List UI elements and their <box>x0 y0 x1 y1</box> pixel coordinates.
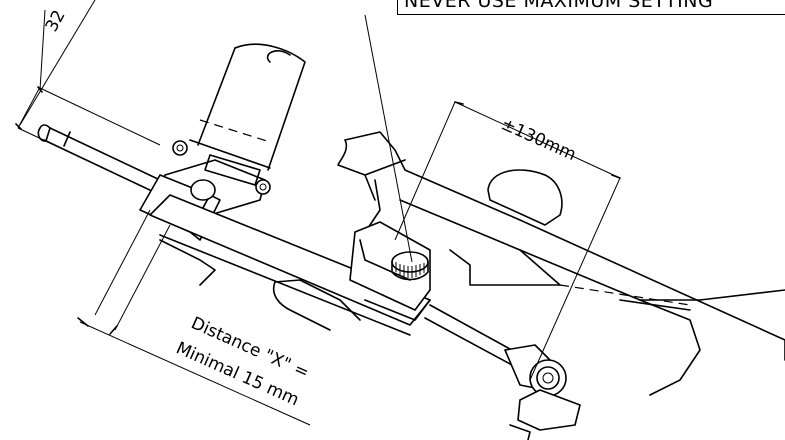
diameter-dimension <box>15 0 161 191</box>
stroke-label: ±130mm <box>498 114 579 165</box>
callout-leader <box>364 14 413 263</box>
warning-callout-box: NEVER USE MAXIMUM SETTING <box>397 0 785 15</box>
warning-callout-text: NEVER USE MAXIMUM SETTING <box>404 0 714 12</box>
fork-leg-lower <box>159 239 216 286</box>
stroke-dimension <box>394 101 621 381</box>
fork-tube <box>189 43 306 171</box>
damper-body <box>149 194 431 336</box>
damper-end-rod <box>37 124 161 193</box>
diameter-label: 32 <box>42 7 70 35</box>
distance-x-dimension <box>77 209 311 426</box>
frame-outline <box>272 131 785 396</box>
tank-lug <box>487 169 563 226</box>
piston-rod <box>424 304 581 440</box>
